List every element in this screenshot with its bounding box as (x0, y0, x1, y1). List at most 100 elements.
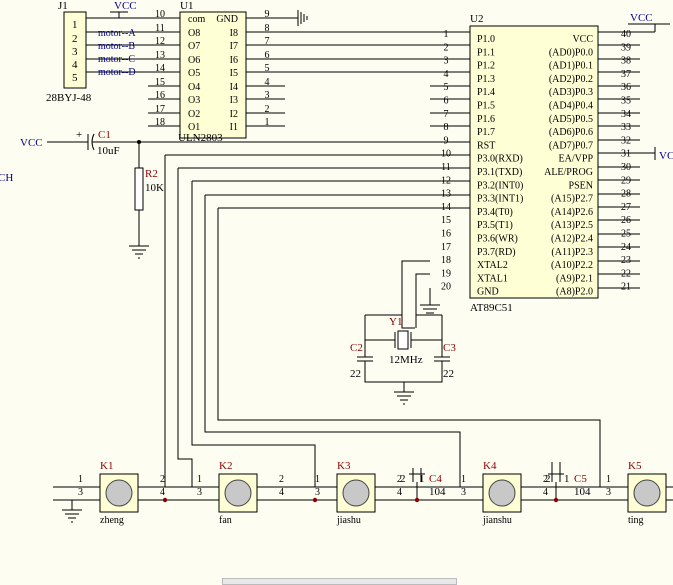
u2-left-label: P3.2(INT0) (477, 180, 523, 191)
u2-left-pin-number: 4 (444, 69, 449, 80)
y1-ref: Y1 (389, 316, 402, 328)
horizontal-scrollbar[interactable] (222, 578, 457, 585)
u2-at89c51[interactable]: U2 AT89C51 P1.0P1.1P1.2P1.3P1.4P1.5P1.6P… (441, 13, 631, 314)
u2-left-pin-number: 9 (444, 135, 449, 146)
c5-capacitor[interactable]: C5 104 1 2 (545, 462, 591, 503)
u1-right-pin-number: 1 (265, 117, 270, 128)
r2-resistor[interactable]: R2 10K (134, 142, 164, 246)
key-pin: 3 (78, 487, 83, 498)
u2-right-label: (AD4)P0.4 (549, 101, 593, 112)
u1-left-pin-number: 14 (155, 63, 165, 74)
c1-capacitor[interactable]: C1 10uF + (76, 129, 120, 157)
ground-symbol-keys (62, 500, 82, 523)
u2-right-label: (AD1)P0.1 (549, 61, 593, 72)
key-button-cap[interactable] (224, 479, 252, 507)
vcc-c1: VCC (20, 137, 88, 149)
u2-left-label: P1.2 (477, 61, 495, 72)
key-pin: 1 (78, 474, 83, 485)
u2-left-labels: P1.0P1.1P1.2P1.3P1.4P1.5P1.6P1.7RSTP3.0(… (477, 34, 523, 298)
u2-right-label: (A11)P2.3 (551, 247, 593, 258)
u1-right-pin-number: 8 (265, 23, 270, 34)
key-pin: 3 (315, 487, 320, 498)
net-motor-d: motor--D (98, 67, 136, 78)
u2-left-pin-number: 20 (441, 282, 451, 293)
c1-ref: C1 (98, 129, 111, 141)
y1-value: 12MHz (389, 354, 423, 366)
u2-right-pin-number: 33 (621, 122, 631, 133)
u2-left-label: P1.1 (477, 47, 495, 58)
u2-left-label: P1.3 (477, 74, 495, 85)
u2-left-pin-number: 2 (444, 42, 449, 53)
ground-symbol-u2 (420, 288, 440, 314)
u2-right-label: PSEN (569, 180, 593, 191)
j1-pin-1: 1 (72, 19, 78, 31)
motor-net-labels: motor--A motor--B motor--C motor--D (98, 28, 136, 78)
c4-value: 104 (429, 486, 446, 498)
u2-right-pin-number: 29 (621, 175, 631, 186)
u2-right-label: (AD7)P0.7 (549, 140, 593, 151)
key-button-cap[interactable] (342, 479, 370, 507)
ground-symbol-crystal (394, 391, 414, 405)
key-ref: K5 (628, 460, 642, 472)
u2-part: AT89C51 (470, 302, 513, 314)
u1-ref: U1 (180, 0, 193, 12)
u1-right-label: I2 (230, 109, 238, 120)
u1-left-pin-number: 10 (155, 9, 165, 20)
u1-left-label: O4 (188, 82, 200, 93)
c4-capacitor[interactable]: C4 104 1 2 (400, 468, 446, 503)
net-motor-c: motor--C (98, 54, 135, 65)
u2-left-pin-number: 7 (444, 109, 449, 120)
y1-crystal[interactable]: Y1 12MHz (365, 316, 442, 366)
u2-right-label: (AD3)P0.3 (549, 87, 593, 98)
u2-right-pin-number: 37 (621, 69, 631, 80)
left-edge-net-label: CH (0, 172, 13, 184)
key-button-cap[interactable] (488, 479, 516, 507)
ground-symbol-r2 (129, 245, 149, 259)
u1-left-label: O1 (188, 122, 200, 133)
key-button-cap[interactable] (105, 479, 133, 507)
u1-right-label: I6 (230, 55, 238, 66)
u2-left-label: P1.5 (477, 101, 495, 112)
u2-left-pin-number: 19 (441, 268, 451, 279)
net-motor-b: motor--B (98, 41, 135, 52)
c2-capacitor[interactable]: C2 22 (350, 342, 373, 380)
c3-capacitor[interactable]: C3 22 (434, 342, 456, 380)
u1-left-pin-number: 17 (155, 104, 165, 115)
u2-left-label: P3.3(INT1) (477, 194, 523, 205)
u2-left-pin-number: 16 (441, 229, 451, 240)
u2-left-label: P1.0 (477, 34, 495, 45)
u2-left-label: XTAL1 (477, 273, 508, 284)
key-label: zheng (100, 515, 124, 526)
j1-connector[interactable]: J1 28BYJ-48 1 2 3 4 5 (46, 0, 92, 104)
u2-left-pin-number: 1 (444, 29, 449, 40)
u2-right-pin-number: 40 (621, 29, 631, 40)
vcc-label-j1: VCC (114, 0, 137, 12)
u2-left-pin-number: 18 (441, 255, 451, 266)
u2-right-label: (AD2)P0.2 (549, 74, 593, 85)
u1-left-pin-number: 11 (155, 23, 165, 34)
u2-right-pin-number: 34 (621, 109, 631, 120)
u2-left-label: XTAL2 (477, 260, 508, 271)
c1-plus: + (76, 129, 82, 141)
c2-ref: C2 (350, 342, 363, 354)
key-pin: 1 (197, 474, 202, 485)
u2-left-label: P1.6 (477, 114, 495, 125)
keys-group: K1zheng1324K2fan1324K3jiashu1324K4jiansh… (78, 460, 667, 526)
u2-left-label: P1.7 (477, 127, 495, 138)
key-pin: 3 (606, 487, 611, 498)
j1-pin-2: 2 (72, 33, 78, 45)
r2-value: 10K (145, 182, 164, 194)
key-button-cap[interactable] (633, 479, 661, 507)
u2-right-label: (A8)P2.0 (556, 287, 593, 298)
u2-right-labels: VCC(AD0)P0.0(AD1)P0.1(AD2)P0.2(AD3)P0.3(… (544, 34, 593, 298)
